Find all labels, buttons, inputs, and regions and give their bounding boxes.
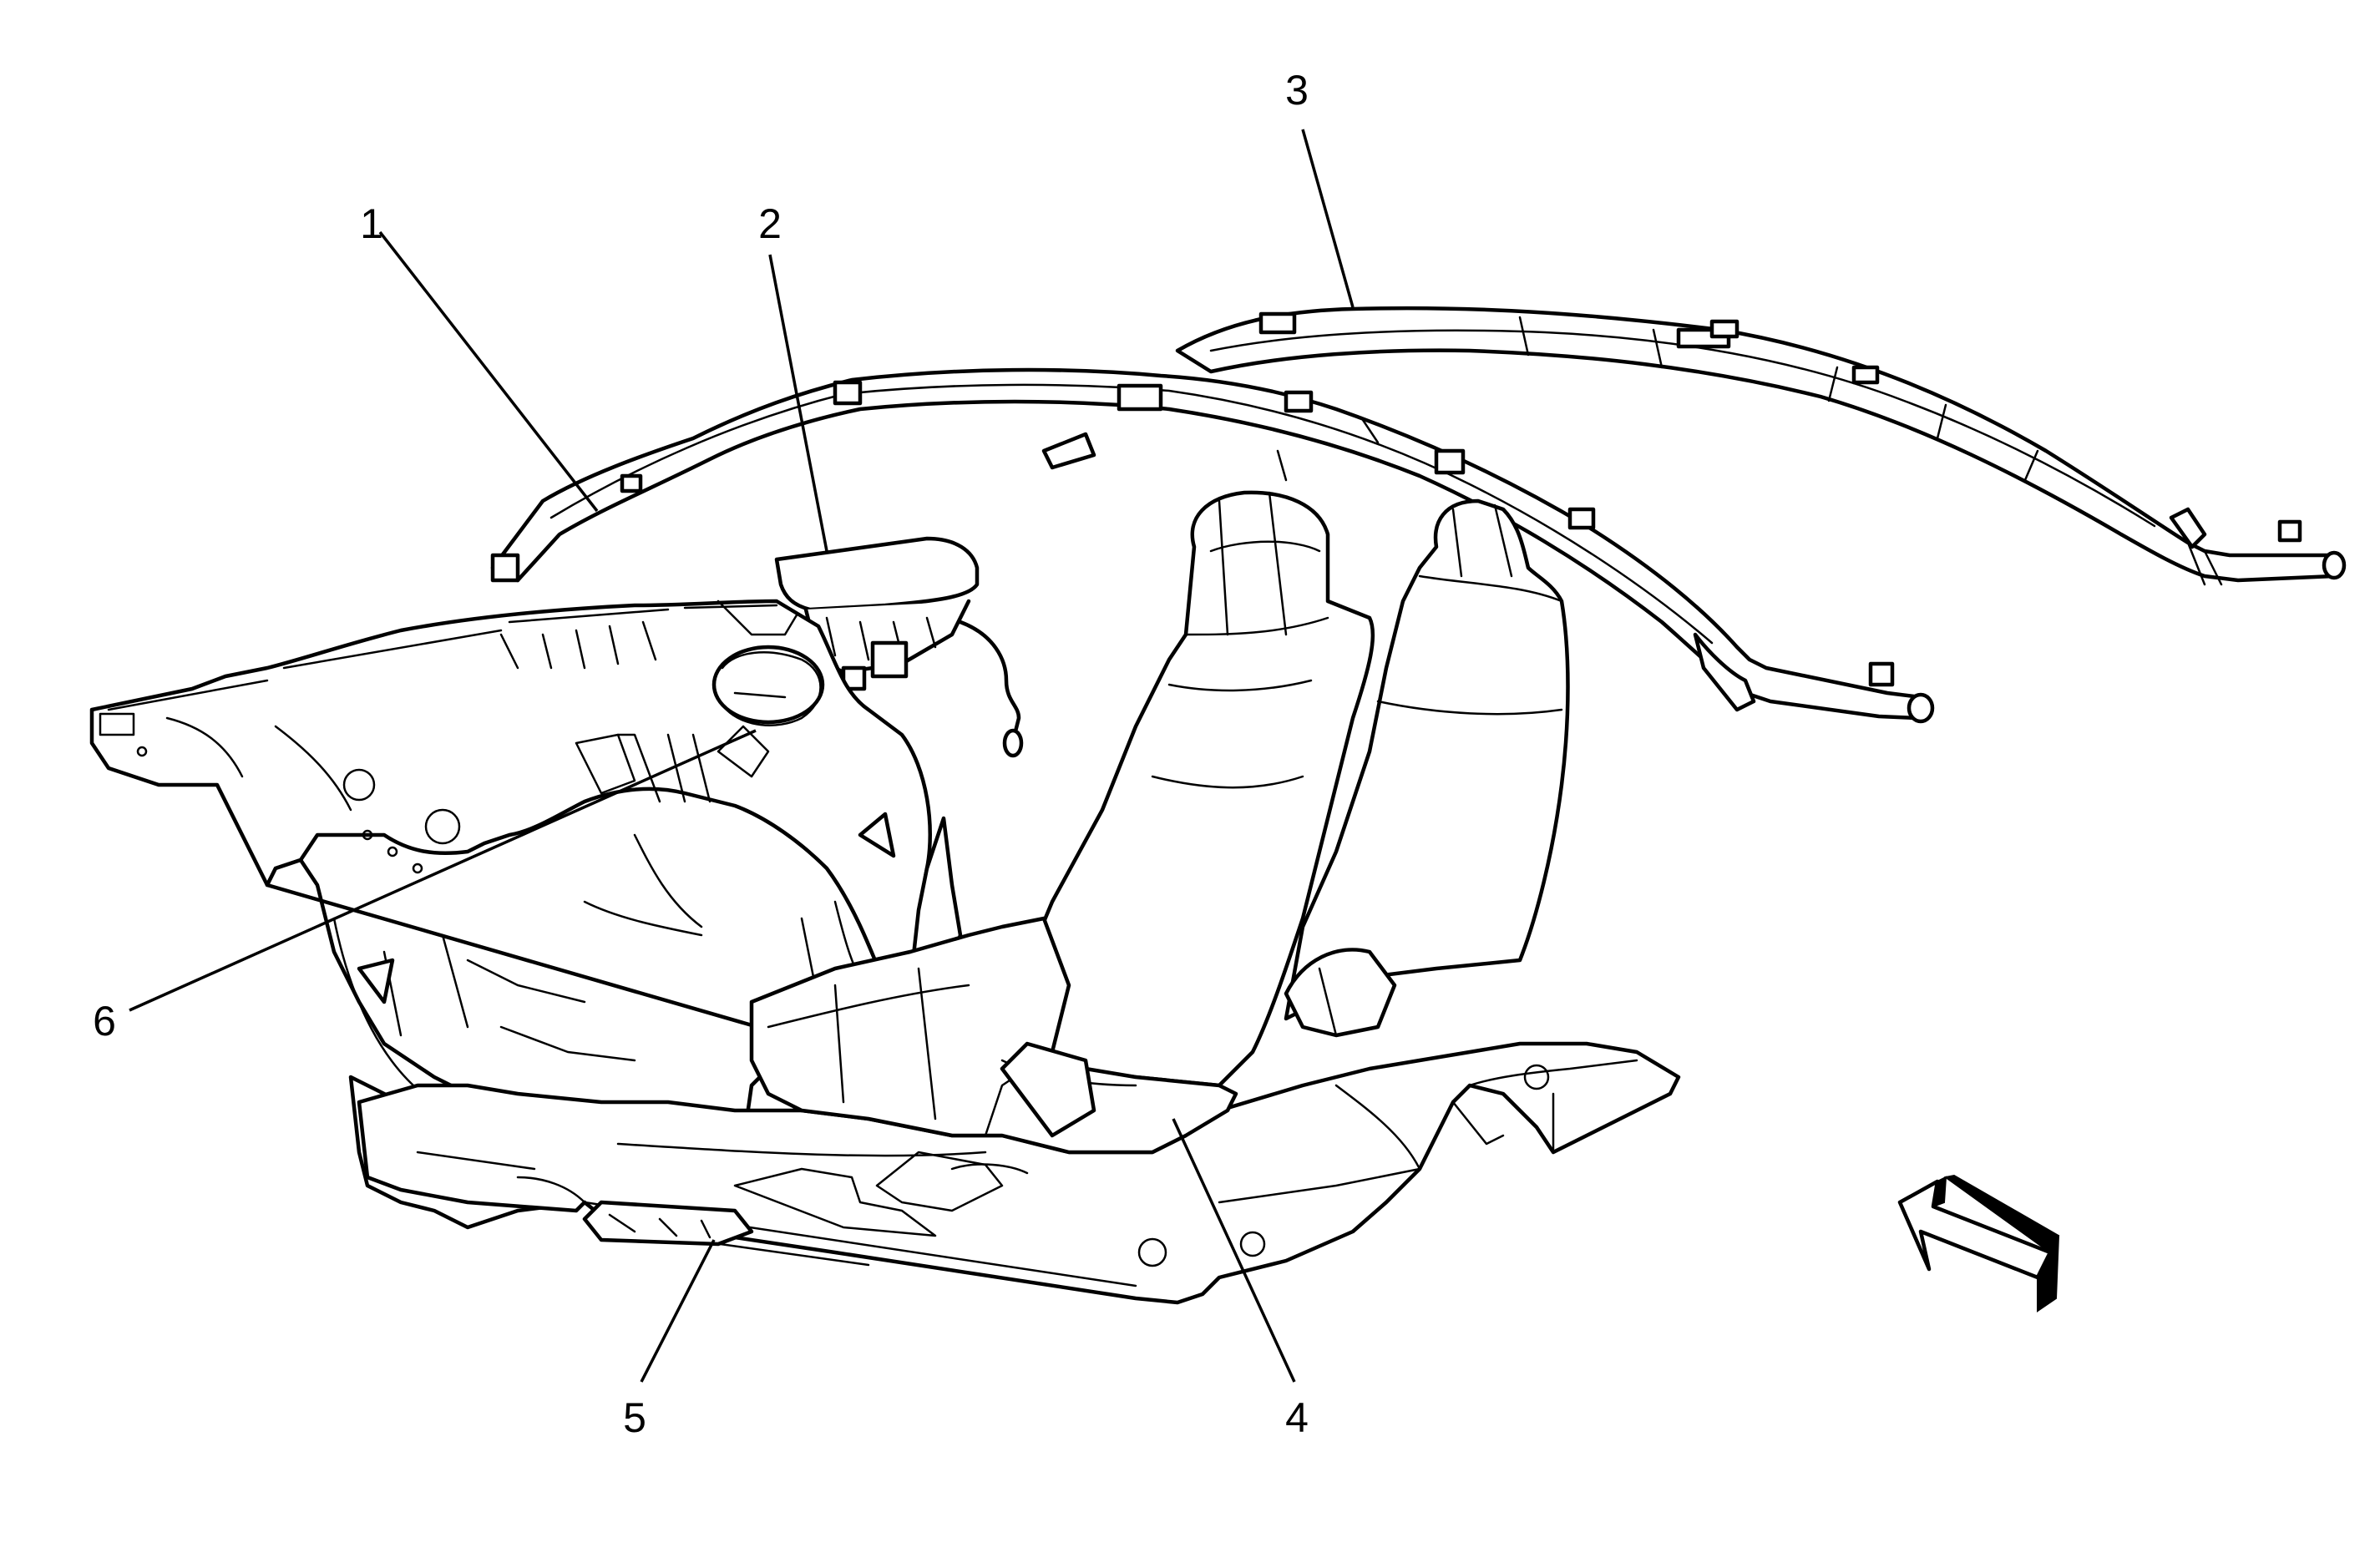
leader-6 xyxy=(129,729,757,1012)
callout-4: 4 xyxy=(1285,1394,1309,1441)
forward-arrow-icon xyxy=(1897,1174,2060,1313)
leader-3 xyxy=(1301,129,1355,308)
callout-labels: 1 2 3 4 5 6 xyxy=(93,67,1309,1441)
leader-1 xyxy=(378,230,599,513)
callout-5: 5 xyxy=(623,1394,646,1441)
leader-2 xyxy=(768,254,828,552)
callout-2: 2 xyxy=(758,200,782,247)
roof-rail-airbag-left xyxy=(490,367,1935,724)
callout-1: 1 xyxy=(360,200,383,247)
driver-seat xyxy=(749,490,1375,1155)
passenger-airbag-module xyxy=(774,536,1024,758)
leader-4 xyxy=(1172,1118,1296,1383)
callout-3: 3 xyxy=(1285,67,1309,114)
leader-lines xyxy=(129,129,1355,1383)
leader-5 xyxy=(640,1239,716,1383)
passenger-seat xyxy=(1284,498,1570,1038)
rocker-sensor xyxy=(516,1176,754,1247)
callout-6: 6 xyxy=(93,998,116,1045)
roof-rail-airbag-right xyxy=(1175,306,2347,586)
